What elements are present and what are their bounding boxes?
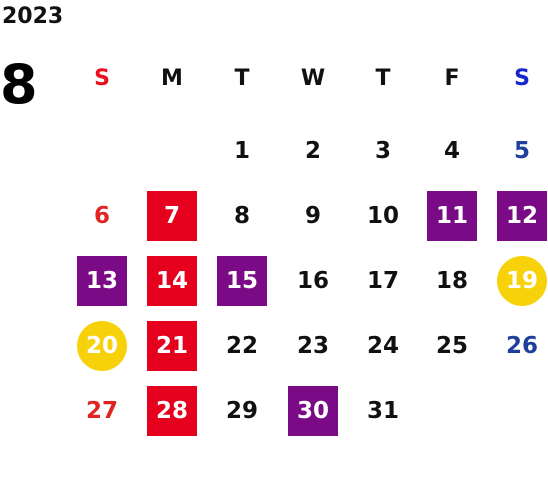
day-cell-20[interactable]: 20 (77, 321, 127, 371)
day-cell-29[interactable]: 29 (225, 398, 258, 424)
month-number: 8 (0, 53, 38, 116)
day-cell-18[interactable]: 18 (435, 268, 468, 294)
day-cell-26[interactable]: 26 (505, 333, 538, 359)
day-cell-27[interactable]: 27 (85, 398, 118, 424)
day-cell-17[interactable]: 17 (366, 268, 399, 294)
weekday-mon: M (161, 66, 183, 91)
day-cell-21[interactable]: 21 (147, 321, 197, 371)
day-cell-8[interactable]: 8 (233, 203, 250, 229)
day-cell-19[interactable]: 19 (497, 256, 547, 306)
day-cell-31[interactable]: 31 (366, 398, 399, 424)
year-label: 2023 (2, 4, 64, 29)
day-cell-6[interactable]: 6 (93, 203, 110, 229)
day-cell-3[interactable]: 3 (374, 138, 391, 164)
day-cell-4[interactable]: 4 (443, 138, 460, 164)
day-cell-25[interactable]: 25 (435, 333, 468, 359)
weekday-thu: T (375, 66, 391, 91)
day-cell-14[interactable]: 14 (147, 256, 197, 306)
weekday-tue: T (234, 66, 250, 91)
day-cell-7[interactable]: 7 (147, 191, 197, 241)
weekday-wed: W (300, 66, 326, 91)
day-cell-12[interactable]: 12 (497, 191, 547, 241)
day-cell-15[interactable]: 15 (217, 256, 267, 306)
weekday-sat: S (514, 66, 530, 91)
day-cell-16[interactable]: 16 (296, 268, 329, 294)
day-cell-23[interactable]: 23 (296, 333, 329, 359)
day-cell-22[interactable]: 22 (225, 333, 258, 359)
weekday-fri: F (444, 66, 460, 91)
day-cell-2[interactable]: 2 (304, 138, 321, 164)
day-cell-24[interactable]: 24 (366, 333, 399, 359)
weekday-sun: S (94, 66, 110, 91)
day-cell-11[interactable]: 11 (427, 191, 477, 241)
day-cell-5[interactable]: 5 (513, 138, 530, 164)
day-cell-10[interactable]: 10 (366, 203, 399, 229)
day-cell-28[interactable]: 28 (147, 386, 197, 436)
day-cell-9[interactable]: 9 (304, 203, 321, 229)
day-cell-30[interactable]: 30 (288, 386, 338, 436)
day-cell-1[interactable]: 1 (233, 138, 250, 164)
day-cell-13[interactable]: 13 (77, 256, 127, 306)
